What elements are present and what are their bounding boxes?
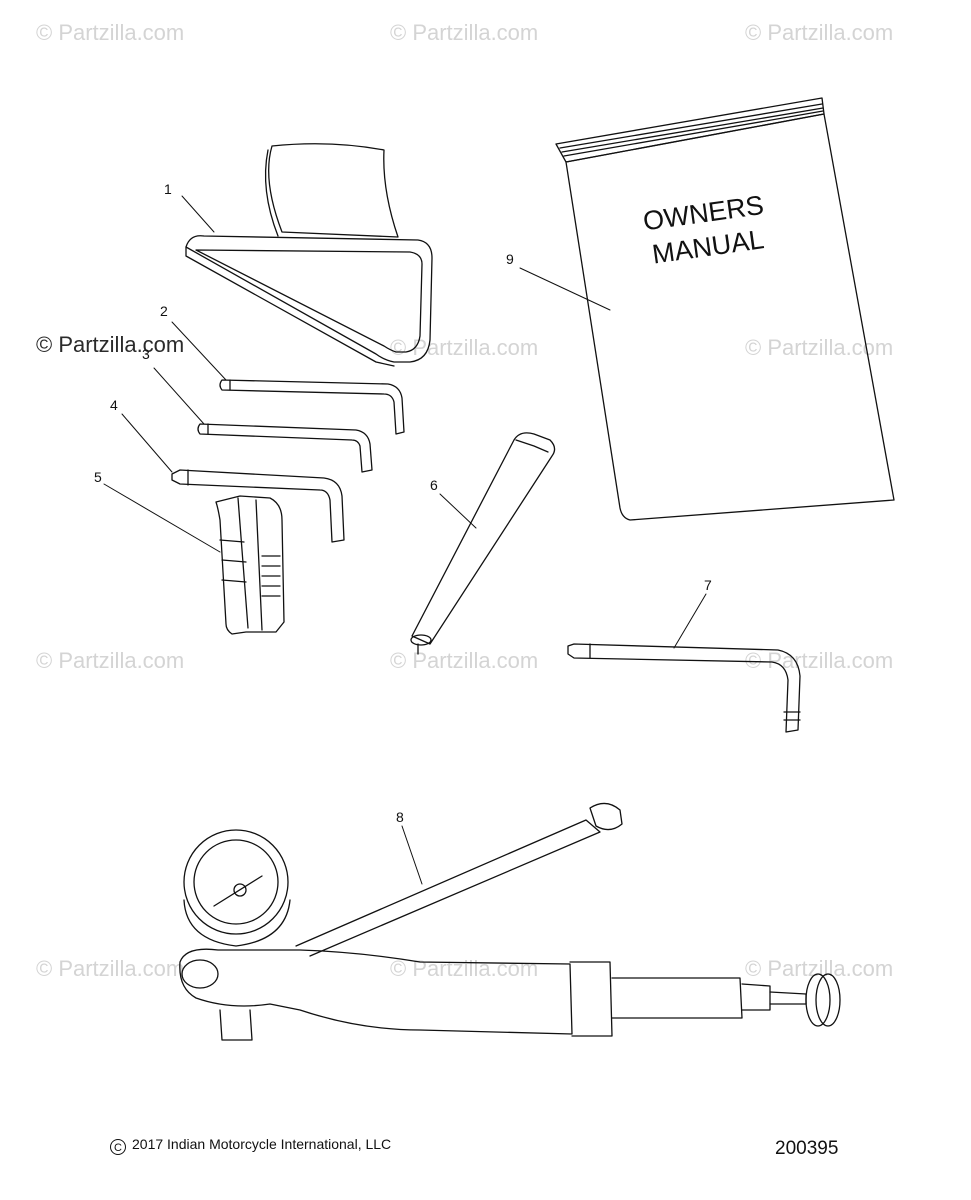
part-2-hex-key [219,379,405,435]
part-7-torx-key [567,643,801,733]
watermark-bottom-left: © Partzilla.com [36,956,185,981]
callout-2: 2 [160,303,168,319]
part-3-hex-key [197,423,373,473]
part-1-tool-holder [185,143,433,367]
watermark-mid-right: © Partzilla.com [745,335,894,360]
callout-9: 9 [506,251,514,267]
watermark-bottom-center: © Partzilla.com [390,956,539,981]
part-6-socket-wrench [410,432,556,655]
callout-1: 1 [164,181,172,197]
part-9-owners-manual [555,97,895,521]
callout-7: 7 [704,577,712,593]
watermark-top-right: © Partzilla.com [745,20,894,45]
diagram-number: 200395 [775,1138,839,1159]
watermark-low-center: © Partzilla.com [390,648,539,673]
callout-4: 4 [110,397,118,413]
part-8-suspension-pump [179,802,841,1041]
watermark-low-left: © Partzilla.com [36,648,185,673]
callout-3: 3 [142,346,150,362]
watermark-mid-left: © Partzilla.com [36,332,185,357]
watermark-low-right: © Partzilla.com [745,648,894,673]
leader-lines [103,195,707,885]
copyright-text: 2017 Indian Motorcycle International, LL… [132,1136,392,1152]
part-5-clamp [215,495,285,635]
part-4-driver-key [171,469,345,543]
callout-6: 6 [430,477,438,493]
callout-8: 8 [396,809,404,825]
watermark-bottom-right: © Partzilla.com [745,956,894,981]
copyright-notice: C 2017 Indian Motorcycle International, L… [110,1136,391,1155]
callout-5: 5 [94,469,102,485]
watermark-top-center: © Partzilla.com [390,20,539,45]
copyright-icon: C [110,1139,126,1155]
watermark-top-left: © Partzilla.com [36,20,185,45]
